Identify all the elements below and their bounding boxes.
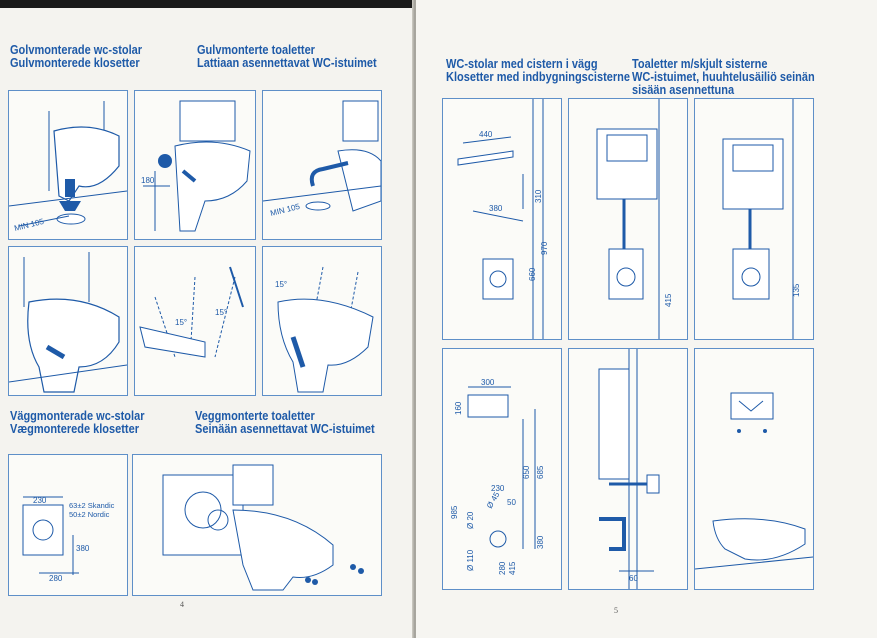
dim-diam-20: Ø 20 (466, 511, 475, 529)
angle-15-c: 15° (275, 280, 287, 289)
right-page: WC-stolar med cistern i vägg Klosetter m… (416, 0, 877, 638)
heading-line: Väggmonterade wc-stolar (10, 409, 145, 423)
dim-60: 60 (629, 574, 638, 583)
heading-line: Veggmonterte toaletter (195, 409, 315, 423)
panel-frame-dimensions: 300 160 650 685 985 230 Ø 45 50 Ø 20 Ø 1… (442, 348, 562, 590)
dim-230-bottom: 230 (491, 484, 505, 493)
pipe-connection-illustration: 60 (598, 349, 660, 589)
toilet-floor-flange-illustration: MIN 105 (9, 101, 127, 233)
heading-line: Lattiaan asennettavat WC-istuimet (197, 56, 377, 70)
dim-min105-a: MIN 105 (13, 217, 45, 233)
book-spine (412, 0, 418, 638)
toilet-elbow-connector-illustration: MIN 105 (263, 100, 381, 218)
dim-380-bottom: 380 (536, 535, 545, 549)
wall-frame-dimension-illustration: 230 380 280 (22, 496, 90, 583)
wall-heading-col2: Veggmonterte toaletter Seinään asennetta… (195, 410, 375, 436)
dim-180: 180 (141, 176, 155, 185)
dim-135: 135 (792, 283, 801, 297)
panel-floor-step1: MIN 105 (8, 90, 128, 240)
page-number-left: 4 (180, 600, 184, 609)
heading-line: Vægmonterede klosetter (10, 422, 139, 436)
panel-floor-step3: MIN 105 (262, 90, 382, 240)
dim-415-bottom: 415 (508, 561, 517, 575)
toilet-side-connector-illustration: 180 (141, 100, 251, 232)
heading-line: sisään asennettuna (632, 83, 735, 97)
page-number-right: 5 (614, 606, 618, 615)
wall-frame-measurement-illustration: 440 310 380 970 660 (457, 99, 549, 339)
heading-line: Golvmonterade wc-stolar (10, 43, 143, 57)
dim-380-top: 380 (489, 204, 503, 213)
toilet-placement-illustration (9, 252, 127, 393)
left-page: Golvmonterade wc-stolar Gulvmonterede kl… (0, 8, 414, 638)
floor-heading-col1: Golvmonterade wc-stolar Gulvmonterede kl… (10, 44, 142, 70)
dim-280: 280 (49, 574, 63, 583)
dim-min105-b: MIN 105 (269, 202, 301, 218)
panel-floor-step4 (8, 246, 128, 396)
dim-diam-45: Ø 45 (485, 490, 502, 510)
panel-floor-step2: 180 (134, 90, 256, 240)
toilet-screw-fixing-illustration: 15° (275, 266, 374, 393)
dim-660: 660 (528, 267, 537, 281)
legend-item: 63±2 Skandic (69, 501, 115, 510)
dim-985: 985 (450, 505, 459, 519)
right-heading-col1: WC-stolar med cistern i vägg Klosetter m… (446, 58, 630, 84)
panel-wall-toilet (132, 454, 382, 596)
panel-floor-step6: 15° (262, 246, 382, 396)
dim-440: 440 (479, 130, 493, 139)
angle-15-a: 15° (175, 318, 187, 327)
dim-685: 685 (536, 465, 545, 479)
dim-650: 650 (522, 465, 531, 479)
cistern-frame-installed-illustration: 135 (722, 99, 801, 339)
panel-frame-cistern: 415 (568, 98, 688, 340)
dim-415-top: 415 (664, 293, 673, 307)
heading-line: Toaletter m/skjult sisterne (632, 57, 768, 71)
dim-50: 50 (507, 498, 516, 507)
dim-280: 280 (498, 561, 507, 575)
pipe-size-legend: 63±2 Skandic 50±2 Nordic (69, 501, 114, 519)
mounted-toilet-illustration (695, 392, 813, 570)
heading-line: Seinään asennettavat WC-istuimet (195, 422, 375, 436)
legend-item: 50±2 Nordic (69, 510, 110, 519)
heading-line: Klosetter med indbygningscisterne (446, 70, 630, 84)
heading-line: Gulvmonterte toaletter (197, 43, 315, 57)
panel-frame-measure: 440 310 380 970 660 (442, 98, 562, 340)
heading-line: Gulvmonterede klosetter (10, 56, 140, 70)
wall-heading-col1: Väggmonterade wc-stolar Vægmonterede klo… (10, 410, 144, 436)
drilling-angle-illustration: 15° 15° (139, 266, 244, 358)
panel-wall-toilet-final (694, 348, 814, 590)
right-heading-col2: Toaletter m/skjult sisterne WC-istuimet,… (632, 58, 815, 97)
dim-diam-110: Ø 110 (466, 549, 475, 571)
panel-frame-install: 135 (694, 98, 814, 340)
panel-pipe-connection: 60 (568, 348, 688, 590)
dim-160: 160 (454, 401, 463, 415)
dim-310: 310 (534, 189, 543, 203)
angle-15-b: 15° (215, 308, 227, 317)
heading-line: WC-stolar med cistern i vägg (446, 57, 598, 71)
dim-230: 230 (33, 496, 47, 505)
wall-hung-toilet-illustration (162, 464, 364, 591)
dim-380: 380 (76, 544, 90, 553)
panel-wall-dimensions: 230 380 280 63±2 Skandic 50±2 Nordic (8, 454, 128, 596)
heading-line: WC-istuimet, huuhtelusäiliö seinän (632, 70, 815, 84)
dim-970: 970 (540, 241, 549, 255)
frame-dimension-drawing: 300 160 650 685 985 230 Ø 45 50 Ø 20 Ø 1… (450, 378, 545, 575)
cistern-frame-illustration: 415 (596, 99, 673, 339)
panel-floor-step5: 15° 15° (134, 246, 256, 396)
dim-300: 300 (481, 378, 495, 387)
floor-heading-col2: Gulvmonterte toaletter Lattiaan asennett… (197, 44, 377, 70)
